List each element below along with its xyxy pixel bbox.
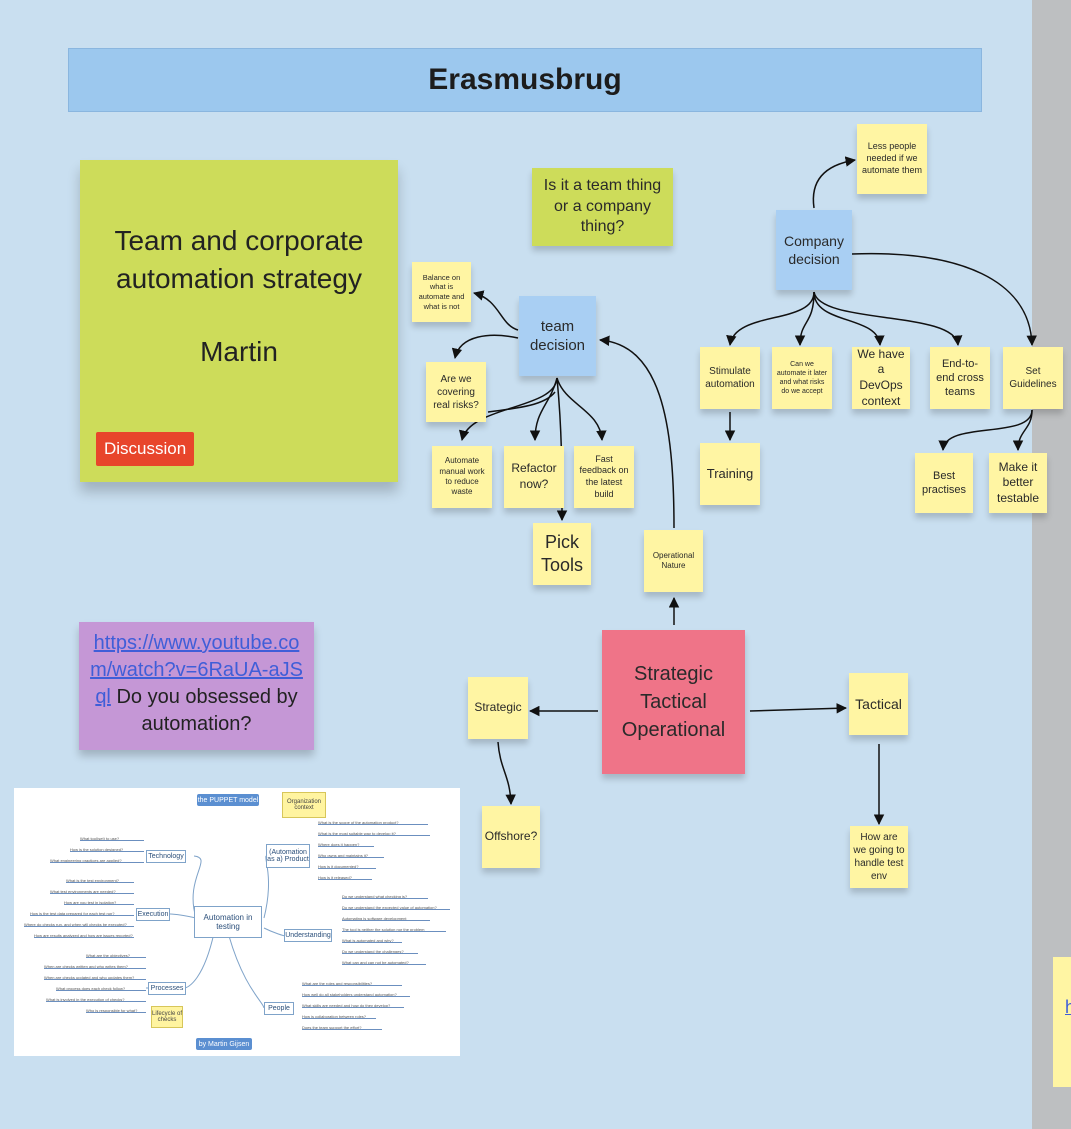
mindmap-footer: by Martin Gijsen: [196, 1038, 252, 1050]
board-title[interactable]: Erasmusbrug: [68, 48, 982, 112]
mindmap-exec-item: What is the test environment?: [66, 878, 134, 883]
mindmap-prod-item: How is it released?: [318, 875, 372, 880]
connector-operational-to-team: [598, 335, 675, 529]
mindmap-tech-item: What tool(set) to use?: [80, 836, 144, 841]
mindmap-proc-item: When are checks updated and who updates …: [44, 975, 146, 980]
team-decision-note[interactable]: team decision: [519, 296, 596, 376]
mindmap-product: (Automation as a) Product: [266, 844, 310, 868]
mindmap-org-context: Organization context: [282, 792, 326, 818]
connector-company-to-guidelines: [851, 252, 1037, 347]
discussion-tag[interactable]: Discussion: [96, 432, 195, 466]
connector-company-to-automatelater: [794, 291, 815, 347]
mindmap-exec-item: How are results analyzed and how are iss…: [34, 933, 134, 938]
right-gutter: [1032, 0, 1071, 1129]
mindmap-technology: Technology: [146, 850, 186, 863]
main-topic-note[interactable]: Team and corporate automation strategy M…: [80, 160, 398, 482]
fast-feedback-note[interactable]: Fast feedback on the latest build: [574, 446, 634, 508]
mindmap-und-item: Do we understand the expected value of a…: [342, 905, 450, 910]
mindmap-prod-item: Who owns and maintains it?: [318, 853, 384, 858]
mindmap-exec-item: Where do checks run, and when will check…: [24, 922, 134, 927]
mindmap-proc-item: What is involved in the execution of che…: [46, 997, 146, 1002]
mindmap-people-item: How is collaboration between roles?: [302, 1014, 376, 1019]
connector-team-to-feedback: [556, 377, 607, 442]
connector-company-to-lesspeople: [812, 156, 857, 209]
mindmap-people-item: How well do all stakeholders understand …: [302, 992, 410, 997]
test-env-note[interactable]: How are we going to handle test env: [850, 826, 908, 888]
covering-risks-note[interactable]: Are we covering real risks?: [426, 362, 486, 422]
mindmap-exec-item: What test environments are needed?: [50, 889, 134, 894]
connector-company-to-devops: [813, 291, 885, 347]
mindmap-prod-item: What is the scope of the automation prod…: [318, 820, 428, 825]
training-note[interactable]: Training: [700, 443, 760, 505]
puppet-model-mindmap[interactable]: the PUPPET model Organization context Au…: [14, 788, 460, 1056]
best-practises-note[interactable]: Best practises: [915, 453, 973, 513]
strategic-tactical-operational-note[interactable]: Strategic Tactical Operational: [602, 630, 745, 774]
connector-center-to-tactical: [749, 703, 848, 714]
company-decision-note[interactable]: Company decision: [776, 210, 852, 290]
main-topic-author: Martin: [200, 336, 278, 367]
mindmap-header: the PUPPET model: [197, 794, 259, 806]
connector-team-to-automatemanual: [459, 377, 558, 442]
connector-team-to-refactor: [529, 377, 558, 442]
mindmap-und-item: Do we understand the challenges?: [342, 949, 418, 954]
mindmap-und-item: The tool is neither the solution nor the…: [342, 927, 446, 932]
mindmap-people-item: Does the team support the effort?: [302, 1025, 382, 1030]
mindmap-und-item: Automating is software development: [342, 916, 430, 921]
offshore-note[interactable]: Offshore?: [482, 806, 540, 868]
main-topic-title: Team and corporate automation strategy: [114, 225, 364, 294]
connector-team-to-risks: [451, 334, 519, 360]
connector-team-to-balance: [472, 290, 519, 331]
mindmap-understanding: Understanding: [284, 929, 332, 942]
mindmap-exec-item: How are you test in isolation?: [64, 900, 134, 905]
connector-guidelines-to-best: [938, 409, 1033, 452]
devops-context-note[interactable]: We have a DevOps context: [852, 347, 910, 409]
mindmap-proc-item: What are the objectives?: [86, 953, 146, 958]
connector-company-to-stimulate: [726, 291, 815, 347]
mindmap-tech-item: How is the solution designed?: [70, 847, 144, 852]
mindmap-proc-item: What process does each check follow?: [56, 986, 146, 991]
end-to-end-note[interactable]: End-to-end cross teams: [930, 347, 990, 409]
team-or-company-note[interactable]: Is it a team thing or a company thing?: [532, 168, 673, 246]
mindmap-processes: Processes: [148, 982, 186, 995]
pick-tools-note[interactable]: Pick Tools: [533, 523, 591, 585]
connector-strategic-to-offshore: [497, 741, 516, 806]
mindmap-prod-item: Where does it happen?: [318, 842, 374, 847]
make-testable-note[interactable]: Make it better testable: [989, 453, 1047, 513]
mindmap-people-item: What are the roles and responsibilities?: [302, 981, 402, 986]
balance-note[interactable]: Balance on what is automate and what is …: [412, 262, 471, 322]
video-question: Do you obsessed by automation?: [116, 686, 298, 735]
mindmap-proc-item: Who is responsible for what?: [86, 1008, 146, 1013]
refactor-note[interactable]: Refactor now?: [504, 446, 564, 508]
mindmap-prod-item: How is it documented?: [318, 864, 376, 869]
strategic-note[interactable]: Strategic: [468, 677, 528, 739]
connector-team-to-risks-line: [487, 391, 556, 413]
mindmap-lifecycle: Lifecycle of checks: [151, 1006, 183, 1028]
mindmap-und-item: What can and can not be automated?: [342, 960, 426, 965]
tactical-note[interactable]: Tactical: [849, 673, 908, 735]
automate-later-note[interactable]: Can we automate it later and what risks …: [772, 347, 832, 409]
stimulate-automation-note[interactable]: Stimulate automation: [700, 347, 760, 409]
mindmap-people: People: [264, 1002, 294, 1015]
less-people-note[interactable]: Less people needed if we automate them: [857, 124, 927, 194]
connector-guidelines-to-testable: [1012, 409, 1033, 452]
video-link-note[interactable]: https://www.youtube.com/watch?v=6RaUA-aJ…: [79, 622, 314, 750]
mindmap-proc-item: When are checks written and who writes t…: [44, 964, 146, 969]
mindmap-people-item: What skills are needed and how do they d…: [302, 1003, 404, 1008]
offscreen-note-link[interactable]: h: [1065, 997, 1071, 1017]
offscreen-note[interactable]: h: [1053, 957, 1071, 1087]
mindmap-center: Automation in testing: [194, 906, 262, 938]
set-guidelines-note[interactable]: Set Guidelines: [1003, 347, 1063, 409]
operational-nature-note[interactable]: Operational Nature: [644, 530, 703, 592]
mindmap-und-item: What is automated and why?: [342, 938, 402, 943]
mindmap-execution: Execution: [136, 908, 170, 921]
mindmap-prod-item: What is the most suitable way to develop…: [318, 831, 430, 836]
mindmap-exec-item: How is the test data prepared for each t…: [30, 911, 134, 916]
video-link[interactable]: https://www.youtube.com/watch?v=6RaUA-aJ…: [90, 632, 303, 708]
mindmap-tech-item: What engineering practices are applied?: [50, 858, 144, 863]
automate-manual-note[interactable]: Automate manual work to reduce waste: [432, 446, 492, 508]
mindmap-und-item: Do we understand what checking is?: [342, 894, 428, 899]
connector-company-to-endtoend: [813, 291, 963, 347]
